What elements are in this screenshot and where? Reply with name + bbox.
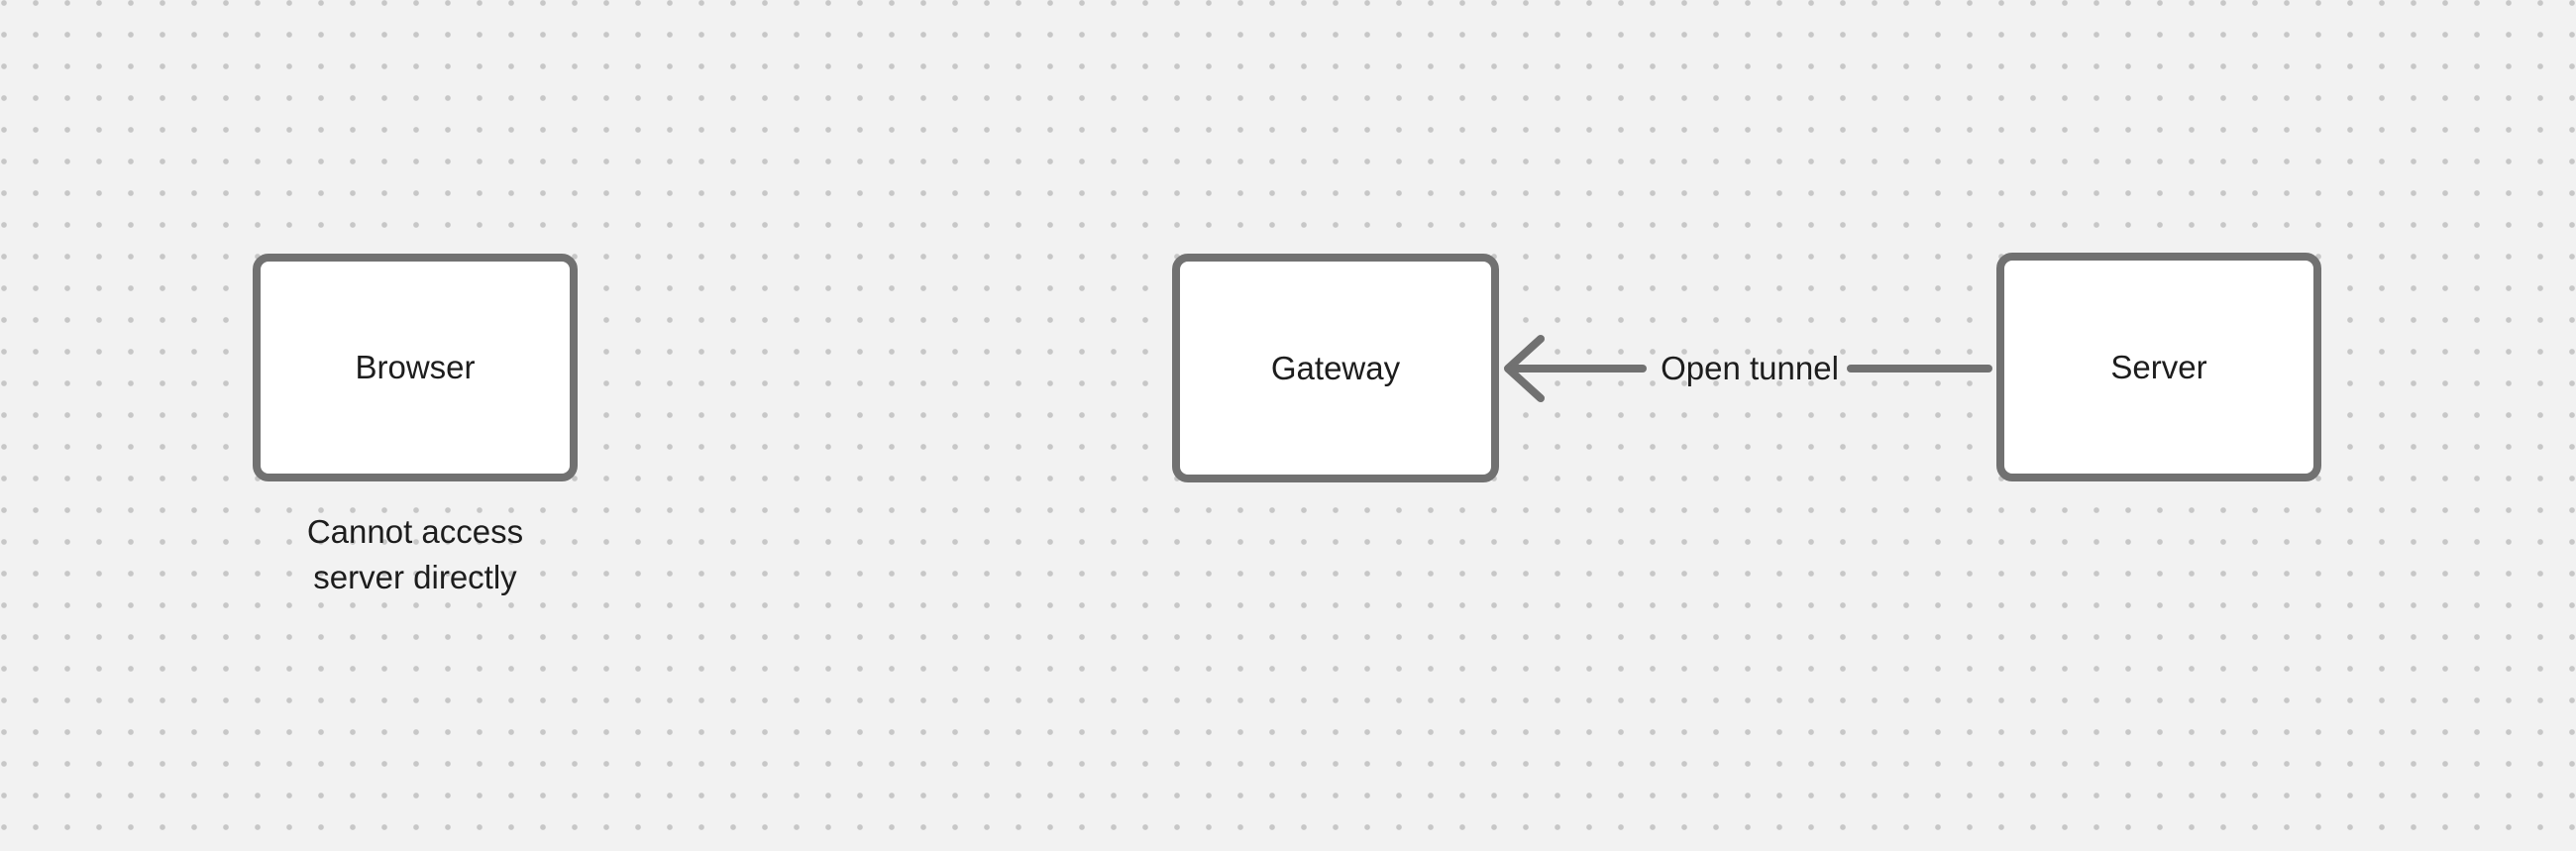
browser-caption-line-2: server directly — [313, 559, 517, 595]
browser-caption-line-1: Cannot access — [306, 513, 524, 550]
node-server-label: Server — [2110, 348, 2207, 385]
node-server[interactable]: Server — [1996, 253, 2321, 481]
arrowhead-chevron-icon — [1504, 335, 1545, 402]
browser-caption[interactable]: Cannot access server directly — [233, 509, 597, 600]
node-browser[interactable]: Browser — [253, 254, 578, 481]
node-gateway-label: Gateway — [1270, 349, 1401, 386]
node-browser-label: Browser — [355, 349, 476, 385]
tunnel-arrow-label[interactable]: Open tunnel — [1661, 350, 1839, 386]
tunnel-arrow[interactable] — [1486, 317, 2001, 426]
node-gateway[interactable]: Gateway — [1172, 254, 1499, 482]
